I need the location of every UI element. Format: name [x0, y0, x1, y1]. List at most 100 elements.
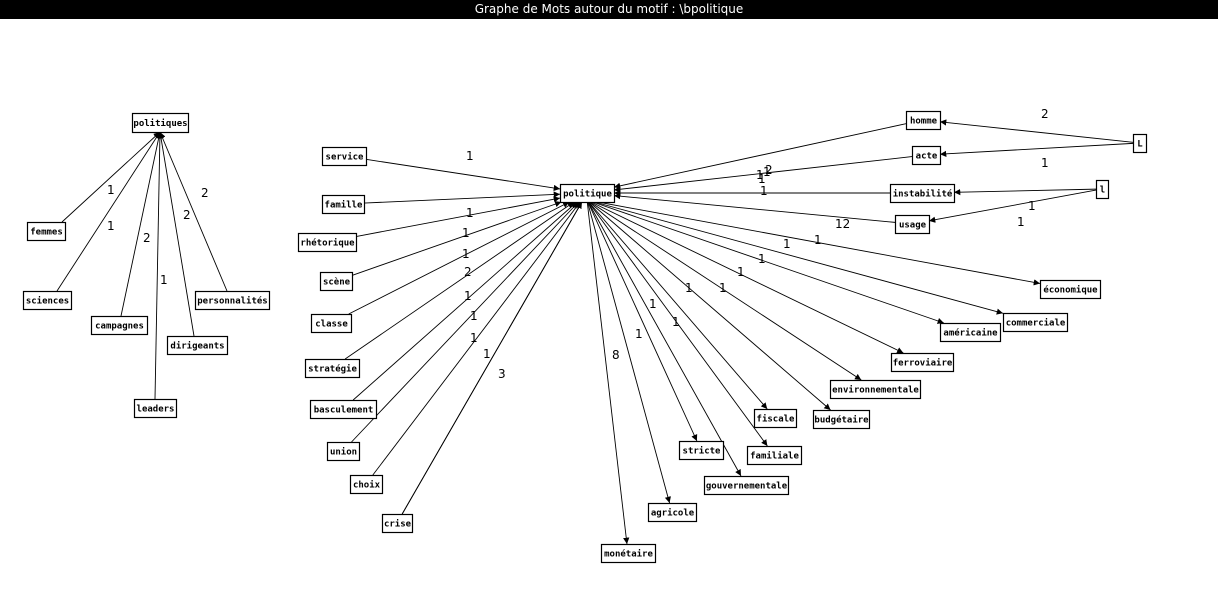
edge-weight-label: 1 [1017, 215, 1025, 229]
edge-line [56, 131, 161, 292]
edge-politique-environnementale: 1 [586, 199, 862, 381]
node-box [26, 221, 67, 242]
edge-weight-label: 1 [719, 281, 727, 295]
node-budgetaire[interactable]: budgétaire [812, 409, 871, 430]
node-box [304, 358, 361, 379]
node-box [703, 475, 790, 496]
edge-homme-politique: 1 [613, 123, 907, 189]
node-label: familiale [750, 451, 799, 462]
node-leaders[interactable]: leaders [133, 398, 178, 419]
node-monetaire[interactable]: monétaire [600, 543, 657, 564]
edge-rhetorique-politique: 1 [355, 196, 561, 237]
edge-scene-politique: 1 [351, 201, 562, 276]
edge-line [352, 201, 578, 401]
node-label: politique [563, 189, 612, 200]
edge-line [928, 189, 1097, 223]
edge-politique-budgetaire: 1 [586, 199, 831, 411]
node-americaine[interactable]: américaine [939, 322, 1002, 343]
node-dirigeants[interactable]: dirigeants [166, 335, 229, 356]
node-rhetorique[interactable]: rhétorique [297, 232, 358, 253]
node-strategie[interactable]: stratégie [304, 358, 361, 379]
edge-weight-label: 1 [760, 184, 768, 198]
node-environnementale[interactable]: environnementale [829, 379, 922, 400]
node-label: scène [323, 277, 351, 288]
edge-l-usage: 1 [928, 189, 1097, 229]
edge-line [586, 199, 831, 411]
edge-weight-label: 1 [758, 172, 766, 186]
edge-weight-label: 1 [635, 327, 643, 341]
node-classe[interactable]: classe [310, 313, 353, 334]
edge-weight-label: 2 [201, 186, 209, 200]
node-box [22, 290, 73, 311]
node-label: l [1100, 186, 1105, 196]
node-familiale[interactable]: familiale [746, 445, 803, 466]
node-basculement[interactable]: basculement [309, 399, 378, 420]
edge-line [586, 199, 1004, 315]
edge-line [586, 199, 862, 381]
edge-weight-label: 2 [1041, 107, 1049, 121]
node-usage[interactable]: usage [894, 214, 931, 235]
node-box [647, 502, 698, 523]
node-box [321, 194, 366, 215]
node-choix[interactable]: choix [349, 474, 384, 495]
edge-weight-label: 2 [183, 208, 191, 222]
node-box [309, 399, 378, 420]
node-label: gouvernementale [706, 482, 788, 492]
node-gouvernementale[interactable]: gouvernementale [703, 475, 790, 496]
node-service[interactable]: service [321, 146, 368, 167]
node-campagnes[interactable]: campagnes [90, 315, 149, 336]
node-femmes[interactable]: femmes [26, 221, 67, 242]
node-sciences[interactable]: sciences [22, 290, 73, 311]
edge-line [586, 199, 630, 545]
node-agricole[interactable]: agricole [647, 502, 698, 523]
node-acte[interactable]: acte [911, 145, 942, 166]
edge-weight-label: 1 [649, 297, 657, 311]
node-union[interactable]: union [326, 441, 361, 462]
edge-politique-stricte: 1 [586, 199, 698, 442]
node-box [166, 335, 229, 356]
node-instabilite[interactable]: instabilité [889, 183, 956, 204]
edge-politique-fiscale: 1 [586, 199, 768, 410]
edge-choix-politique: 1 [372, 201, 581, 476]
node-politiques[interactable]: politiques [131, 112, 190, 134]
edge-weight-label: 1 [756, 168, 764, 182]
node-label: fiscale [757, 414, 796, 425]
edge-weight-label: 1 [758, 252, 766, 266]
edge-line [157, 131, 195, 337]
node-box [321, 146, 368, 167]
node-box [131, 112, 190, 134]
node-l[interactable]: l [1095, 179, 1110, 200]
window-title: Graphe de Mots autour du motif : \bpolit… [0, 0, 1218, 19]
node-ferroviaire[interactable]: ferroviaire [890, 352, 955, 373]
node-label: stratégie [308, 364, 357, 375]
node-label: classe [315, 320, 348, 330]
node-label: femmes [30, 228, 63, 238]
edge-line [586, 199, 671, 504]
node-label: acte [916, 152, 938, 162]
node-commerciale[interactable]: commerciale [1002, 312, 1069, 333]
edge-weight-label: 2 [464, 265, 472, 279]
node-stricte[interactable]: stricte [678, 440, 725, 461]
edge-line [586, 199, 742, 477]
node-crise[interactable]: crise [381, 513, 414, 534]
node-box [381, 513, 414, 534]
edge-line [363, 191, 561, 204]
edge-politique-economique: 1 [586, 165, 1041, 286]
edge-line [372, 201, 581, 476]
edge-politique-americaine: 1 [586, 199, 945, 324]
node-scene[interactable]: scène [319, 271, 354, 292]
edge-line [344, 201, 575, 360]
edge-line [154, 131, 164, 400]
edge-weight-label: 1 [464, 289, 472, 303]
node-famille[interactable]: famille [321, 194, 366, 215]
node-fiscale[interactable]: fiscale [753, 408, 798, 429]
node-economique[interactable]: économique [1039, 279, 1102, 300]
node-homme[interactable]: homme [905, 110, 942, 131]
edge-line [613, 123, 907, 189]
node-personnalites[interactable]: personnalités [194, 290, 271, 311]
edge-weight-label: 1 [470, 331, 478, 345]
edge-weight-label: 1 [466, 149, 474, 163]
node-L[interactable]: L [1132, 133, 1148, 154]
node-politique[interactable]: politique [559, 183, 616, 204]
node-label: agricole [651, 508, 695, 519]
